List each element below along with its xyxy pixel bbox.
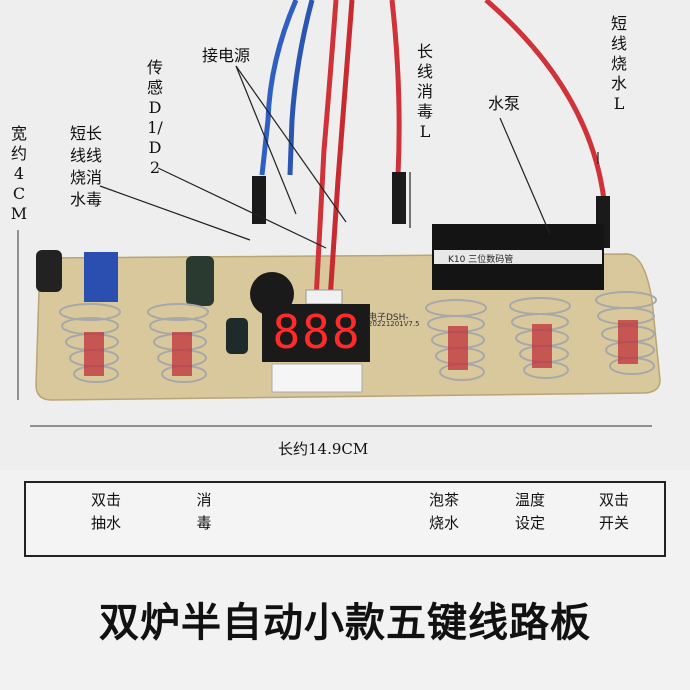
label-short-long: 短长 <box>70 124 103 143</box>
red-wire-1 <box>313 0 339 301</box>
label-pump: 水泵 <box>488 94 521 113</box>
key-label-disinfect: 消毒 <box>196 491 212 532</box>
label-boil-disinfect: 烧消 <box>70 168 103 187</box>
relay-label: K10 三位数码管 <box>448 255 514 265</box>
label-water-poison: 水毒 <box>70 190 103 209</box>
label-sensor: 传感D1/D2 <box>146 58 163 177</box>
product-title: 双炉半自动小款五键线路板 <box>99 600 591 646</box>
connector-sleeve <box>392 172 406 224</box>
silk-date: 20221201V7.5 <box>368 320 420 328</box>
led-digits: 888 <box>272 305 362 359</box>
label-power: 接电源 <box>202 46 251 65</box>
key-label-pump: 双击抽水 <box>90 491 121 532</box>
red-wire-3 <box>389 0 402 176</box>
capacitor <box>186 256 214 306</box>
key-function-box <box>24 481 666 557</box>
capacitor <box>226 318 248 354</box>
red-wire-2 <box>327 0 355 301</box>
leader-lines <box>99 65 599 249</box>
transformer <box>84 252 118 302</box>
blue-wire-1 <box>259 0 299 176</box>
connector-sleeve <box>252 176 266 224</box>
label-long-disinfect: 长线消毒L <box>416 42 433 141</box>
silk-model: 电子DSH- <box>368 313 409 323</box>
key-label-temperature: 温度设定 <box>514 491 545 532</box>
label-short-boil: 短线烧水L <box>610 14 627 113</box>
circuit-board-photo <box>17 0 661 427</box>
key-label-tea: 泡茶烧水 <box>428 491 459 532</box>
key-label-power: 双击开关 <box>598 491 629 532</box>
label-length: 长约14.9CM <box>278 440 369 458</box>
label-wire-wire: 线线 <box>70 146 103 165</box>
label-width: 宽约4CM <box>10 124 28 223</box>
red-wire-4 <box>484 0 607 201</box>
blue-wire-2 <box>287 0 315 176</box>
led-display <box>262 304 370 362</box>
capacitor <box>36 250 62 292</box>
